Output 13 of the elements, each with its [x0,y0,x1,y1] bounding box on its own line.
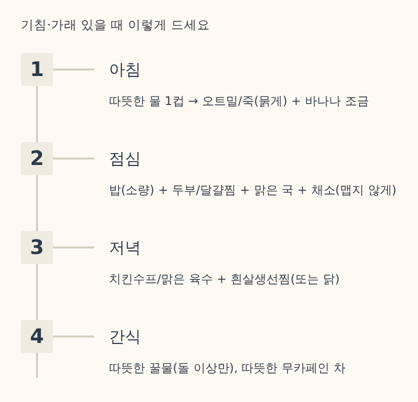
meal-description: 치킨수프/맑은 육수 + 흰살생선찜(또는 닭) [109,270,341,286]
step-number-badge: 3 [21,231,53,264]
meal-heading: 아침 [109,58,141,80]
meal-heading: 점심 [109,148,141,170]
meal-heading: 저녁 [109,236,141,258]
step-number-badge: 2 [21,142,53,175]
meal-description: 따뜻한 물 1컵 → 오트밀/죽(묽게) + 바나나 조금 [109,92,370,108]
title: 기침·가래 있을 때 이렇게 드세요 [21,16,210,34]
meal-heading: 간식 [109,326,141,348]
meal-description: 밥(소량) + 두부/달걀찜 + 맑은 국 + 채소(맵지 않게) [109,182,398,198]
meal-description: 따뜻한 꿀물(돌 이상만), 따뜻한 무카페인 차 [109,360,346,376]
step-number-badge: 1 [21,53,53,86]
step-number-badge: 4 [21,320,53,353]
